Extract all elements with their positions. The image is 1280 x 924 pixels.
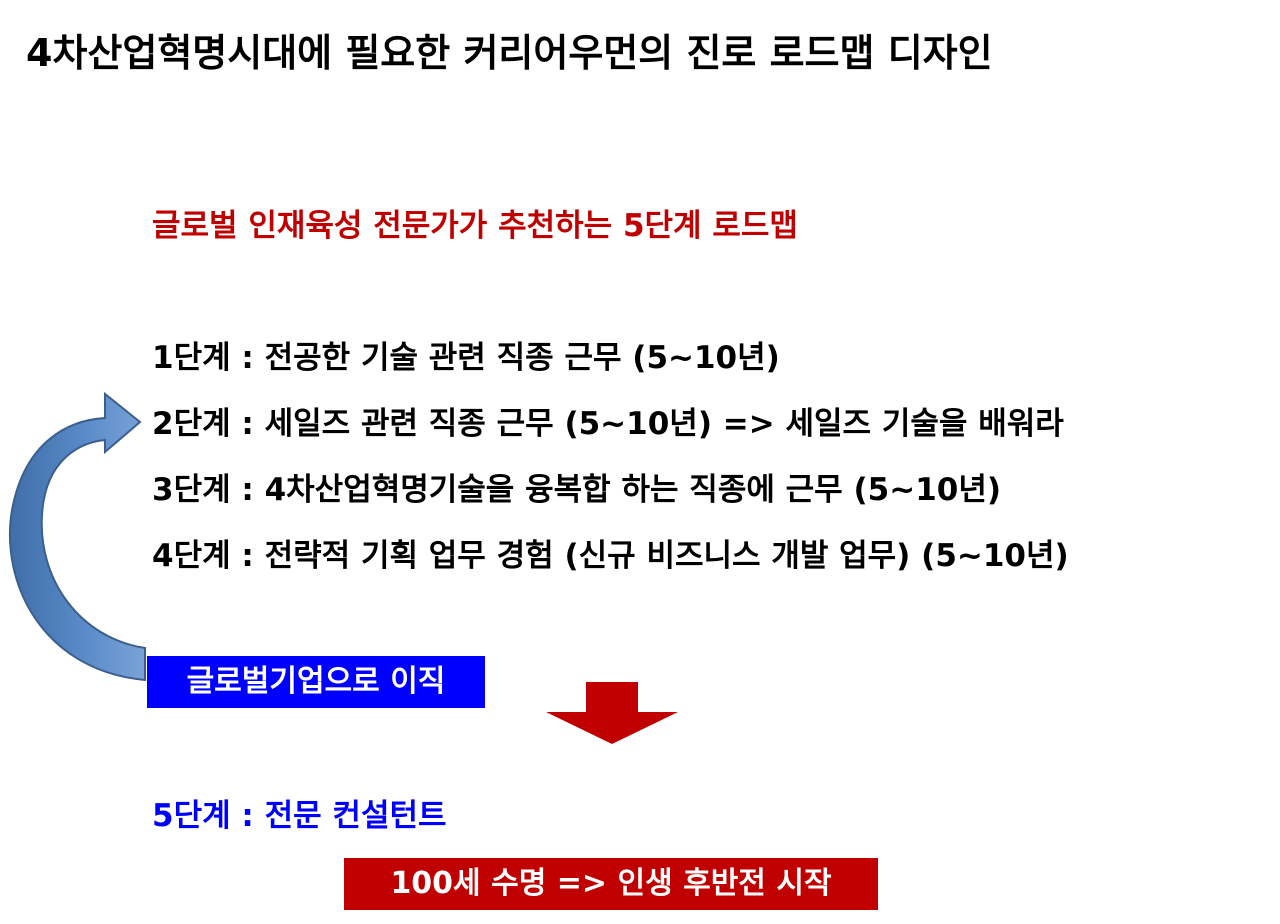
steps-list: 1단계 : 전공한 기술 관련 직종 근무 (5~10년) 2단계 : 세일즈 … <box>152 336 1069 600</box>
step-5: 5단계 : 전문 컨설턴트 <box>152 798 447 834</box>
subtitle: 글로벌 인재육성 전문가가 추천하는 5단계 로드맵 <box>152 208 798 244</box>
curved-arrow-icon <box>8 391 146 682</box>
step-1: 1단계 : 전공한 기술 관련 직종 근무 (5~10년) <box>152 340 780 376</box>
step-4: 4단계 : 전략적 기획 업무 경험 (신규 비즈니스 개발 업무) (5~10… <box>152 538 1069 574</box>
step-3: 3단계 : 4차산업혁명기술을 융복합 하는 직종에 근무 (5~10년) <box>152 472 1002 508</box>
step-2: 2단계 : 세일즈 관련 직종 근무 (5~10년) => 세일즈 기술을 배워… <box>152 406 1064 442</box>
move-to-global-company-box: 글로벌기업으로 이직 <box>147 656 485 708</box>
down-arrow-icon <box>546 682 678 744</box>
life-second-half-box: 100세 수명 => 인생 후반전 시작 <box>344 858 878 910</box>
page-title: 4차산업혁명시대에 필요한 커리어우먼의 진로 로드맵 디자인 <box>26 31 993 75</box>
